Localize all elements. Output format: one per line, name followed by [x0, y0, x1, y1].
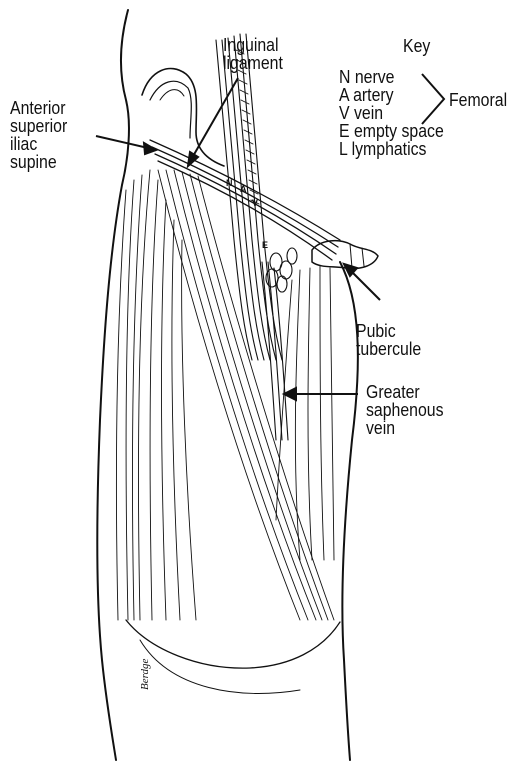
key-item-vein: V vein — [339, 104, 444, 122]
pubic-tubercule-label: Pubic tubercule — [356, 322, 421, 358]
greater-saphenous-vein — [262, 262, 288, 440]
label-line: Inguinal — [223, 36, 283, 54]
pointer-pubic — [350, 270, 380, 300]
label-line: tubercule — [356, 340, 421, 358]
medial-muscles — [276, 266, 334, 560]
key-group-femoral: Femoral — [449, 91, 507, 109]
figure-letter-v: V — [252, 198, 258, 208]
label-line: superior — [10, 117, 67, 135]
figure-letter-a: A — [240, 184, 247, 194]
key-item-empty-space: E empty space — [339, 122, 444, 140]
key-item-artery: A artery — [339, 86, 444, 104]
inguinal-ligament-label: Inguinal ligament — [223, 36, 283, 72]
key-list: N nerve A artery V vein E empty space L … — [339, 68, 444, 158]
thigh-outline-left — [97, 10, 129, 760]
saphenous-vein-label: Greater saphenous vein — [366, 383, 444, 437]
knee-outline — [126, 620, 340, 668]
figure-letter-e: E — [262, 240, 268, 250]
figure-letter-n: N — [226, 178, 233, 188]
femoral-artery — [236, 50, 259, 204]
asis-label: Anterior superior iliac supine — [10, 99, 67, 171]
key-item-nerve: N nerve — [339, 68, 444, 86]
label-line: supine — [10, 153, 67, 171]
label-line: vein — [366, 419, 444, 437]
lateral-muscles — [116, 170, 196, 620]
label-line: saphenous — [366, 401, 444, 419]
pointer-asis — [96, 136, 148, 148]
label-line: ligament — [223, 54, 283, 72]
label-line: Greater — [366, 383, 444, 401]
key-title: Key — [403, 37, 430, 55]
label-line: Pubic — [356, 322, 421, 340]
key-item-lymphatics: L lymphatics — [339, 140, 444, 158]
label-line: iliac — [10, 135, 67, 153]
label-line: Anterior — [10, 99, 67, 117]
artist-signature: Berdge — [139, 659, 151, 690]
